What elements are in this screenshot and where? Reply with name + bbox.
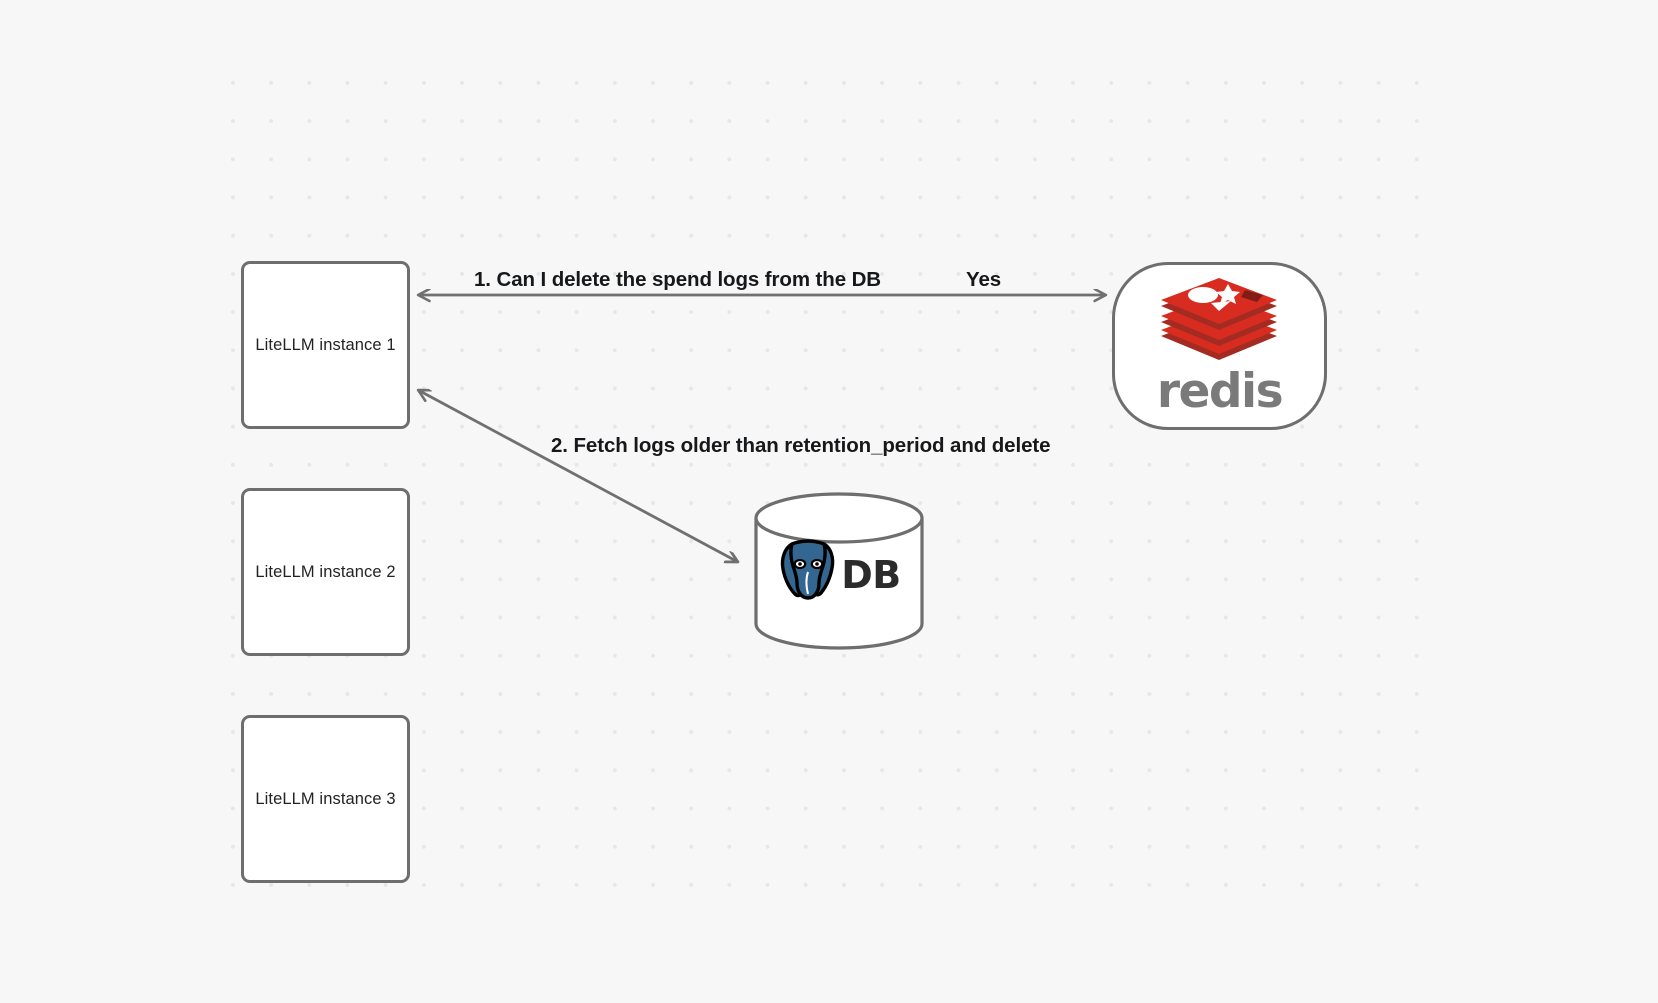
edge-label-step-2: 2. Fetch logs older than retention_perio…	[551, 434, 1051, 457]
node-litellm-instance-3[interactable]: LiteLLM instance 3	[241, 715, 410, 883]
edge-label-step-1: 1. Can I delete the spend logs from the …	[474, 268, 882, 291]
database-logo-and-label: DB	[753, 492, 925, 650]
redis-logo-icon: redis	[1156, 274, 1284, 419]
edge-database-instance1	[418, 390, 738, 562]
redis-wordmark: redis	[1156, 363, 1284, 419]
node-label: LiteLLM instance 1	[255, 335, 396, 354]
edge-label-step-1-reply: Yes	[966, 268, 1002, 291]
node-label: LiteLLM instance 2	[255, 562, 396, 581]
postgresql-elephant-icon	[781, 539, 835, 600]
node-label: LiteLLM instance 3	[255, 789, 396, 808]
database-label: DB	[841, 553, 901, 597]
node-database[interactable]: DB	[753, 492, 925, 650]
node-redis[interactable]: redis	[1112, 262, 1327, 430]
node-litellm-instance-2[interactable]: LiteLLM instance 2	[241, 488, 410, 656]
node-litellm-instance-1[interactable]: LiteLLM instance 1	[241, 261, 410, 429]
